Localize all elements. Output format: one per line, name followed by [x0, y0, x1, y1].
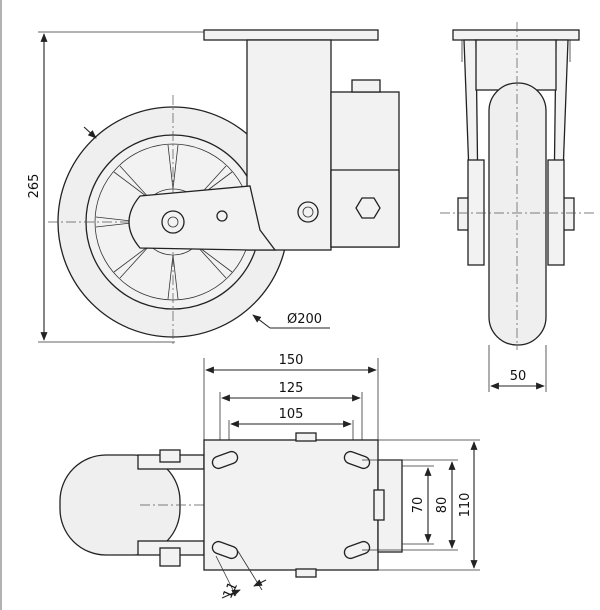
side-swivel-housing	[246, 39, 332, 251]
side-view: 265	[27, 29, 400, 345]
outer-hole-spacing-label: 125	[279, 381, 304, 396]
top-axle-nut-lower	[159, 547, 181, 567]
mounting-slot-top-right	[343, 450, 371, 470]
plate-width-label: 110	[458, 493, 473, 518]
spring-bolt-head	[355, 197, 381, 219]
front-top-plate	[452, 29, 580, 41]
wheel-axle-nut	[161, 210, 185, 234]
plate-length-label: 150	[279, 353, 304, 368]
side-spring-nut	[351, 79, 381, 93]
front-spring-housing	[475, 39, 557, 91]
front-arm-right	[547, 159, 565, 266]
inner-hole-spacing-label: 105	[279, 407, 304, 422]
pivot-bolt-nut	[297, 201, 319, 223]
mounting-slot-top-left	[211, 450, 239, 470]
side-swing-arm	[128, 185, 277, 251]
outer-hole-span-label: 80	[435, 497, 450, 514]
front-arm-left	[467, 159, 485, 266]
slot-width-label: 11	[221, 580, 242, 601]
side-top-plate	[203, 29, 379, 41]
top-axle-nut-upper	[159, 449, 181, 463]
top-spring-tab	[373, 489, 385, 521]
swing-arm-hole	[216, 210, 228, 222]
front-wheel	[488, 82, 547, 346]
top-view: 150 125 105 110 80	[59, 353, 480, 601]
front-view: 50	[440, 22, 594, 392]
mounting-slot-bottom-right	[343, 540, 371, 560]
wheel-width-label: 50	[510, 369, 527, 384]
wheel-diameter-label: Ø200	[287, 312, 322, 327]
height-dimension-label: 265	[27, 174, 42, 199]
top-edge-tab-upper	[295, 432, 317, 442]
top-edge-tab-lower	[295, 568, 317, 578]
inner-hole-span-label: 70	[411, 497, 426, 514]
mounting-slot-bottom-left	[211, 540, 239, 560]
